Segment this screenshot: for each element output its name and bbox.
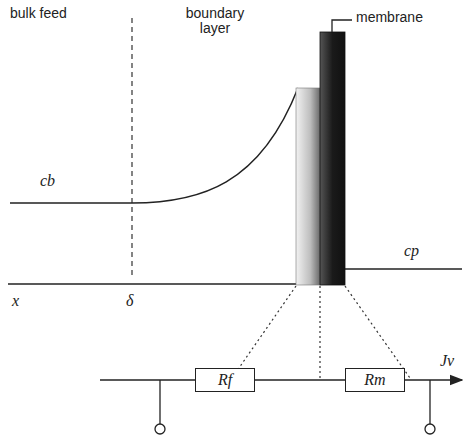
resistor-label: Rf [218, 371, 232, 389]
resistor-label: Rm [364, 371, 385, 389]
permeate-concentration-line [345, 268, 462, 270]
terminal-wire [429, 380, 430, 424]
boundary-layer-edge [131, 18, 132, 276]
region-label: bulk feed [10, 6, 67, 21]
membrane [320, 32, 345, 285]
projection-line [232, 286, 296, 378]
fouling-layer [296, 88, 320, 285]
axis-label: δ [126, 292, 133, 310]
resistor-symbol: Rm [345, 368, 405, 392]
terminal-wire [159, 380, 160, 424]
terminal [155, 424, 165, 434]
axis-label: x [12, 292, 19, 310]
concentration-profile [10, 88, 298, 203]
region-label: boundary layer [180, 6, 250, 37]
wire [255, 379, 345, 381]
terminal [425, 424, 435, 434]
projection-line [319, 286, 320, 378]
axis-line [8, 283, 296, 285]
wire [100, 379, 195, 381]
concentration-label: cb [40, 172, 55, 190]
leader-line [332, 20, 352, 32]
flux-arrow [405, 379, 462, 381]
resistor-symbol: Rf [195, 368, 255, 392]
projection-line [345, 286, 410, 378]
flux-label: Jv [440, 352, 454, 370]
part-label: membrane [356, 10, 423, 25]
concentration-label: cp [404, 242, 419, 260]
